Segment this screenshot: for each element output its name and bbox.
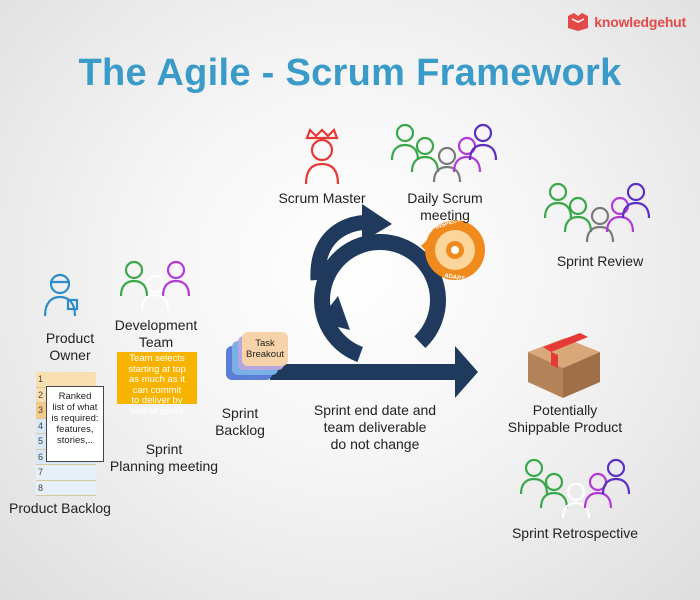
retrospective-people-icon <box>519 458 631 519</box>
brand-logo: knowledgehut <box>566 12 686 32</box>
curved-arrow-top-head <box>362 204 392 242</box>
brand-name: knowledgehut <box>594 14 686 30</box>
shippable-product-label: Potentially Shippable Product <box>507 402 623 435</box>
task-card-peach <box>242 332 288 366</box>
product-backlog-label: Product Backlog <box>9 500 111 516</box>
task-breakout-label: Task Breakout <box>245 338 285 360</box>
development-team-label: Development Team <box>114 317 198 350</box>
sprint-end-date-label: Sprint end date and team deliverable do … <box>313 402 437 452</box>
team-selects-note: Team selects starting at top as much as … <box>117 352 197 416</box>
sprint-cycle-arrow-head <box>318 296 350 330</box>
development-team-people-icon <box>119 260 191 311</box>
delivery-arrow-head <box>455 346 478 398</box>
daily-scrum-people-icon <box>390 123 498 183</box>
product-owner-icon <box>43 273 79 317</box>
brand-logo-icon <box>568 13 589 31</box>
backlog-row: 7 <box>36 465 96 481</box>
daily-scrum-label: Daily Scrum meeting <box>407 190 483 223</box>
sprint-retrospective-label: Sprint Retrospective <box>511 525 639 541</box>
sprint-planning-label: Sprint Planning meeting <box>109 441 219 474</box>
sprint-review-people-icon <box>543 182 651 243</box>
ranked-list-note: Ranked list of what is required: feature… <box>46 386 104 462</box>
product-owner-label: Product Owner <box>45 330 95 363</box>
page-title: The Agile - Scrum Framework <box>78 52 622 94</box>
scrum-master-icon <box>304 128 340 185</box>
adapt-text: ADAPT <box>444 273 466 283</box>
inspect-adapt-badge <box>421 220 485 280</box>
scrum-master-label: Scrum Master <box>278 190 366 206</box>
backlog-row: 8 <box>36 480 96 496</box>
sprint-cycle-circle <box>314 234 446 366</box>
delivery-arrow-shaft <box>270 364 460 380</box>
sprint-backlog-label: Sprint Backlog <box>215 405 265 438</box>
sprint-review-label: Sprint Review <box>556 253 644 269</box>
shippable-product-box-icon <box>528 333 600 398</box>
